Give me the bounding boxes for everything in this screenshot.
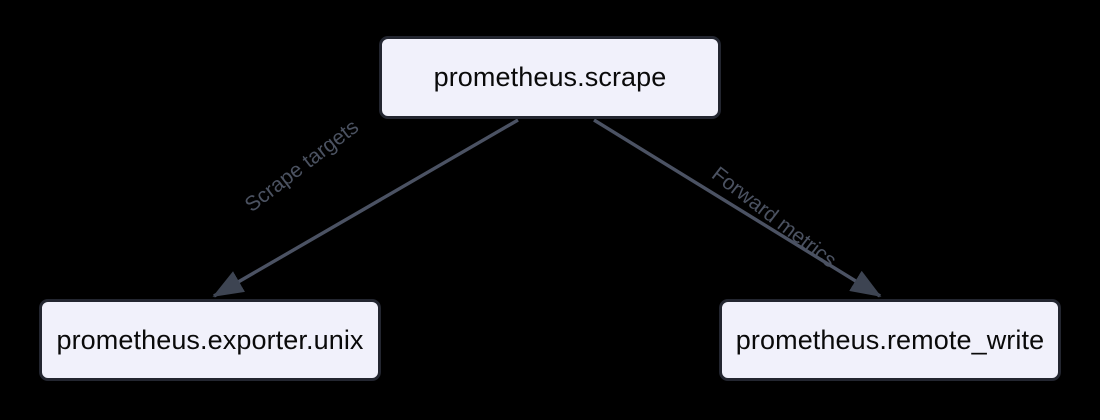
edge-scrape-to-exporter <box>212 118 519 298</box>
node-prometheus-scrape[interactable]: prometheus.scrape <box>379 36 721 119</box>
node-label: prometheus.scrape <box>433 62 667 92</box>
node-label: prometheus.exporter.unix <box>56 324 364 355</box>
node-prometheus-remote-write[interactable]: prometheus.remote_write <box>719 299 1061 381</box>
edge-scrape-to-remote-write <box>593 118 882 298</box>
node-prometheus-exporter-unix[interactable]: prometheus.exporter.unix <box>39 299 381 381</box>
node-label: prometheus.remote_write <box>735 324 1045 355</box>
